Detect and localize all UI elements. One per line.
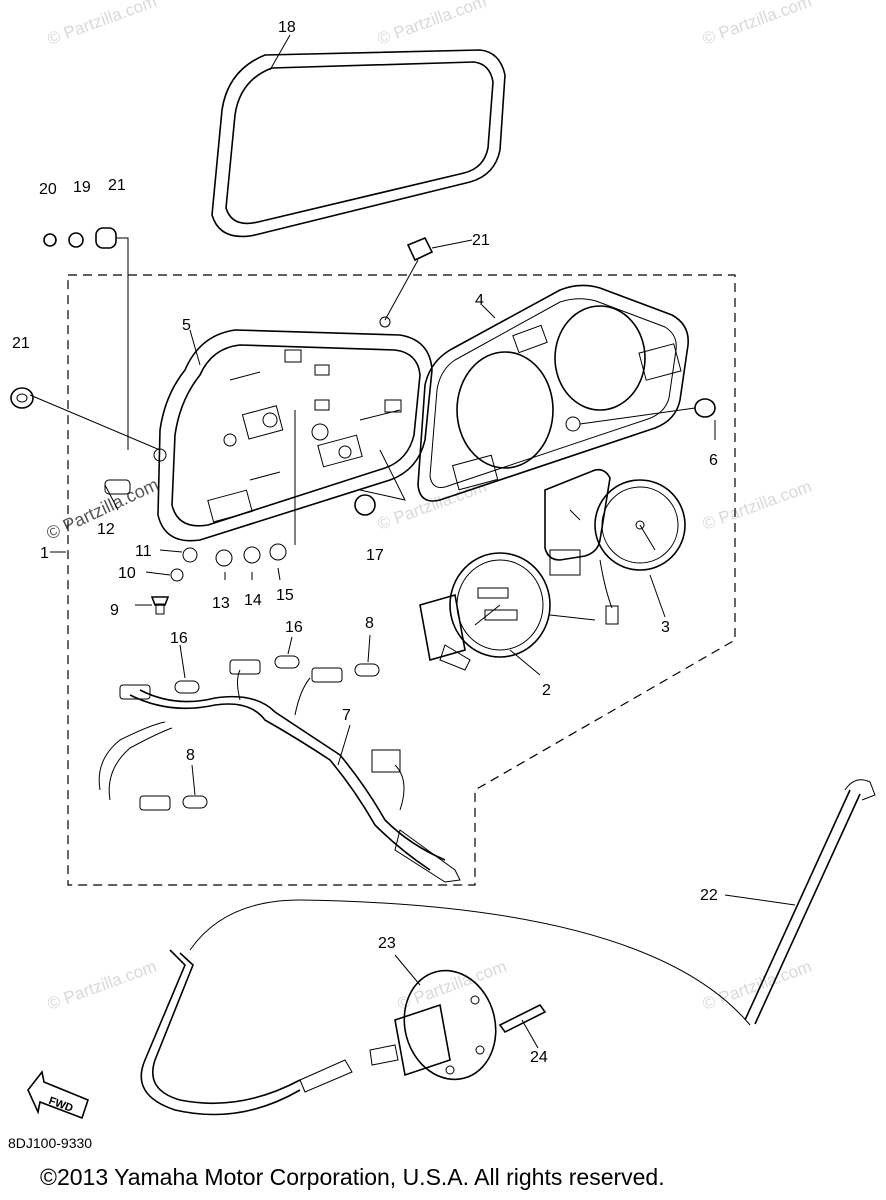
- callout-6: 6: [709, 452, 718, 469]
- callout-21b: 21: [12, 335, 30, 352]
- part-4-meter-panel: [417, 284, 689, 502]
- callout-21c: 21: [472, 232, 490, 249]
- callout-15: 15: [276, 587, 294, 604]
- part-23-gear-unit: [369, 969, 497, 1081]
- part-7-wire-harness: [98, 659, 461, 883]
- callout-12: 12: [97, 521, 115, 538]
- callout-8a: 8: [365, 615, 374, 632]
- callout-10: 10: [118, 565, 136, 582]
- part-18-gasket: [211, 49, 506, 238]
- callout-2: 2: [542, 682, 551, 699]
- callout-5: 5: [182, 317, 191, 334]
- callout-21a: 21: [108, 177, 126, 194]
- hardware: [10, 227, 716, 615]
- part-2-speedometer: [419, 552, 596, 671]
- part-22-speedo-cable: [140, 779, 876, 1116]
- callout-22: 22: [700, 887, 718, 904]
- watermark: © Partzilla.com: [45, 957, 159, 1014]
- callout-14: 14: [244, 592, 262, 609]
- watermark: © Partzilla.com: [700, 477, 814, 534]
- watermark: © Partzilla.com: [700, 0, 814, 49]
- callout-20: 20: [39, 181, 57, 198]
- assembly-boundary: [67, 274, 736, 886]
- watermark: © Partzilla.com: [45, 0, 159, 49]
- callout-9: 9: [110, 602, 119, 619]
- callout-16a: 16: [170, 630, 188, 647]
- callout-24: 24: [530, 1049, 548, 1066]
- callout-13: 13: [212, 595, 230, 612]
- callout-3: 3: [661, 619, 670, 636]
- fwd-arrow-icon: FWD: [27, 1070, 89, 1120]
- callout-16b: 16: [285, 619, 303, 636]
- part-5-meter-case: [157, 329, 433, 542]
- part-24-pin: [498, 1003, 547, 1034]
- diagram-code: 8DJ100-9330: [8, 1135, 92, 1151]
- callout-19: 19: [73, 179, 91, 196]
- part-3-tachometer: [544, 468, 686, 625]
- watermark: © Partzilla.com: [375, 0, 489, 49]
- leader-lines: [29, 34, 796, 1049]
- callout-18: 18: [278, 19, 296, 36]
- watermark: © Partzilla.com: [700, 957, 814, 1014]
- callout-8b: 8: [186, 747, 195, 764]
- callout-7: 7: [342, 707, 351, 724]
- callout-11: 11: [135, 543, 152, 560]
- callout-1: 1: [40, 545, 49, 562]
- callout-23: 23: [378, 935, 396, 952]
- callouts: 1 2 3 4 5 6 7 8 8 9 10 11 12 13 14 15 16…: [12, 19, 718, 1066]
- callout-17: 17: [366, 547, 384, 564]
- watermark: © Partzilla.com: [375, 477, 489, 534]
- bulbs: [174, 655, 380, 809]
- watermark: © Partzilla.com: [395, 957, 509, 1014]
- callout-4: 4: [475, 292, 484, 309]
- fwd-label: FWD: [47, 1095, 75, 1115]
- copyright: ©2013 Yamaha Motor Corporation, U.S.A. A…: [40, 1164, 665, 1190]
